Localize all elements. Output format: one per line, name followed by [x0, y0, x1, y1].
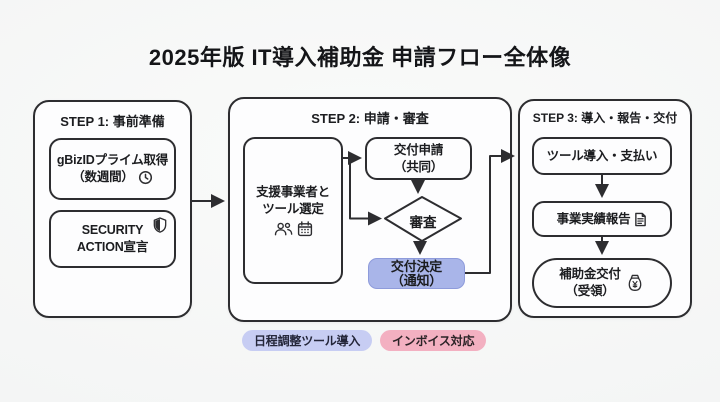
node-gbizid: gBizIDプライム取得 （数週間） — [49, 138, 176, 200]
tag-schedule-tool: 日程調整ツール導入 — [242, 330, 373, 351]
node-subsidy-line1: 補助金交付 — [559, 267, 621, 281]
node-screening-label: 審査 — [409, 215, 437, 230]
node-grant-application: 交付申請 （共同） — [365, 137, 472, 180]
node-subsidy-line2: （受領） — [565, 284, 615, 298]
tag-invoice: インボイス対応 — [380, 330, 487, 351]
node-grant-app-line2: （共同） — [393, 159, 444, 174]
node-decision-line1: 交付決定 — [390, 258, 443, 274]
node-decision-line2: （通知） — [390, 272, 443, 288]
node-gbizid-line1: gBizIDプライム取得 — [56, 153, 169, 167]
node-vendor-tool-selection: 支援事業者と ツール選定 — [243, 137, 343, 284]
step2-label: STEP 2: 申請・審査 — [311, 111, 429, 126]
node-tool-line1: ツール導入・支払い — [546, 148, 658, 163]
people-icon — [274, 222, 293, 236]
node-gbizid-line2: （数週間） — [72, 170, 134, 184]
node-tool-install-payment: ツール導入・支払い — [532, 137, 672, 175]
node-vendor-line1: 支援事業者と — [256, 185, 330, 199]
clock-icon — [138, 170, 153, 185]
node-security-line2: ACTION宣言 — [76, 240, 149, 254]
node-performance-report: 事業実績報告 — [532, 201, 672, 237]
step3-label: STEP 3: 導入・報告・交付 — [532, 111, 678, 125]
node-report-line1: 事業実績報告 — [556, 211, 631, 226]
page-title: 2025年版 IT導入補助金 申請フロー全体像 — [148, 45, 572, 70]
shield-icon — [153, 217, 167, 233]
document-icon — [634, 212, 647, 227]
step1-container: STEP 1: 事前準備 — [33, 100, 192, 318]
node-security-line1: SECURITY — [81, 223, 144, 237]
node-grant-decision: 交付決定 （通知） — [368, 258, 465, 289]
node-subsidy-payment: 補助金交付 （受領） — [532, 258, 672, 308]
node-grant-app-line1: 交付申請 — [393, 142, 444, 157]
calendar-icon — [297, 221, 313, 237]
node-security-action: SECURITY ACTION宣言 — [49, 210, 176, 268]
money-bag-icon — [625, 273, 645, 293]
node-vendor-line2: ツール選定 — [262, 202, 324, 216]
step1-label: STEP 1: 事前準備 — [60, 114, 165, 129]
